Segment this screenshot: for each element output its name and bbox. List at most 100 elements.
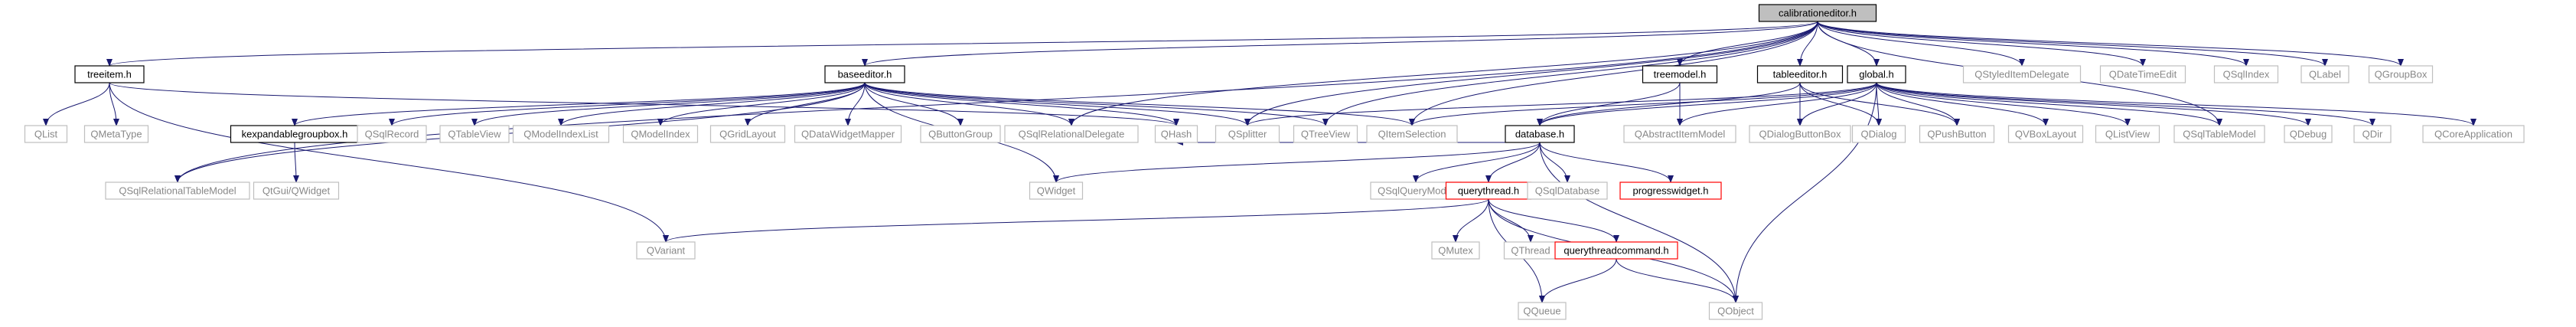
node-QSqlDatabase[interactable]: QSqlDatabase <box>1527 181 1608 200</box>
node-kexpandablegroupbox[interactable]: kexpandablegroupbox.h <box>230 125 360 143</box>
node-QTableView[interactable]: QTableView <box>439 125 510 143</box>
node-QDataWidgetMapper[interactable]: QDataWidgetMapper <box>794 125 902 143</box>
node-QModelIndex[interactable]: QModelIndex <box>622 125 699 143</box>
node-label: QLabel <box>2309 69 2341 80</box>
edge-baseeditor-to-QHash <box>864 82 1179 126</box>
node-calibrationeditor[interactable]: calibrationeditor.h <box>1758 4 1877 22</box>
node-box <box>105 181 250 200</box>
edge-global-to-QPushButton <box>1876 82 1960 126</box>
node-QSqlRecord[interactable]: QSqlRecord <box>357 125 427 143</box>
node-label: QThread <box>1511 245 1550 257</box>
node-tableeditor[interactable]: tableeditor.h <box>1756 65 1844 83</box>
node-QGridLayout[interactable]: QGridLayout <box>709 125 786 143</box>
node-box <box>824 65 905 83</box>
node-QModelIndexList[interactable]: QModelIndexList <box>512 125 610 143</box>
node-box <box>2368 65 2434 83</box>
node-box <box>1758 4 1877 22</box>
node-QSplitter[interactable]: QSplitter <box>1215 125 1280 143</box>
node-QHash[interactable]: QHash <box>1154 125 1198 143</box>
node-QAbstractItemModel[interactable]: QAbstractItemModel <box>1623 125 1736 143</box>
node-QWidget[interactable]: QWidget <box>1029 181 1084 200</box>
edge-calibrationeditor-to-QSqlIndex <box>1817 21 2249 67</box>
node-QListView[interactable]: QListView <box>2095 125 2160 143</box>
node-QItemSelection[interactable]: QItemSelection <box>1366 125 1458 143</box>
edge-global-to-QAbstractItemModel <box>1677 82 1877 126</box>
node-QStyledItemDelegate[interactable]: QStyledItemDelegate <box>1962 65 2082 83</box>
node-label: QDialogButtonBox <box>1759 129 1841 140</box>
node-global[interactable]: global.h <box>1847 65 1906 83</box>
node-querythreadcommand[interactable]: querythreadcommand.h <box>1554 241 1678 260</box>
node-QVBoxLayout[interactable]: QVBoxLayout <box>2007 125 2084 143</box>
node-box <box>1029 181 1084 200</box>
node-box <box>1154 125 1198 143</box>
node-baseeditor[interactable]: baseeditor.h <box>824 65 905 83</box>
node-label: QMutex <box>1438 245 1473 257</box>
node-QSqlRelationalDelegate[interactable]: QSqlRelationalDelegate <box>1004 125 1139 143</box>
edge-treeitem-to-QMetaType <box>109 82 119 126</box>
node-treeitem[interactable]: treeitem.h <box>74 65 145 83</box>
node-QButtonGroup[interactable]: QButtonGroup <box>920 125 1001 143</box>
node-QThread[interactable]: QThread <box>1503 241 1558 260</box>
edge-baseeditor-to-QButtonGroup <box>864 82 964 126</box>
node-QDateTimeEdit[interactable]: QDateTimeEdit <box>2099 65 2186 83</box>
node-label: QPushButton <box>1927 129 1986 140</box>
node-QDialogButtonBox[interactable]: QDialogButtonBox <box>1749 125 1851 143</box>
node-QCoreApplication[interactable]: QCoreApplication <box>2422 125 2525 143</box>
edge-treeitem-to-QVariant <box>109 82 669 243</box>
edge-baseeditor-to-QItemSelection <box>864 82 1415 126</box>
node-box <box>439 125 510 143</box>
node-label: progresswidget.h <box>1633 185 1709 197</box>
edge-calibrationeditor-to-QGroupBox <box>1817 21 2404 67</box>
node-box <box>2353 125 2392 143</box>
node-box <box>83 125 149 143</box>
node-QTreeView[interactable]: QTreeView <box>1293 125 1358 143</box>
node-QMutex[interactable]: QMutex <box>1431 241 1480 260</box>
node-QPushButton[interactable]: QPushButton <box>1919 125 1995 143</box>
edge-layer <box>43 21 2477 303</box>
edge-calibrationeditor-to-tableeditor <box>1797 21 1818 67</box>
node-box <box>709 125 786 143</box>
node-label: kexpandablegroupbox.h <box>242 129 348 140</box>
node-box <box>2007 125 2084 143</box>
node-QMetaType[interactable]: QMetaType <box>83 125 149 143</box>
edge-global-to-QObject <box>1733 82 1877 303</box>
node-QDialog[interactable]: QDialog <box>1851 125 1906 143</box>
node-database[interactable]: database.h <box>1505 125 1575 143</box>
edge-database-to-progresswidget <box>1539 142 1674 183</box>
node-box <box>636 241 696 260</box>
node-QSqlQueryModel[interactable]: QSqlQueryModel <box>1370 181 1462 200</box>
node-label: QSqlRelationalDelegate <box>1019 129 1125 140</box>
node-label: database.h <box>1515 129 1564 140</box>
edge-calibrationeditor-to-QSplitter <box>1244 21 1818 126</box>
node-QDebug[interactable]: QDebug <box>2284 125 2333 143</box>
node-QDir[interactable]: QDir <box>2353 125 2392 143</box>
node-QQueue[interactable]: QQueue <box>1518 302 1567 320</box>
edge-baseeditor-to-QDataWidgetMapper <box>845 82 866 126</box>
edge-database-to-QWidget <box>1053 142 1541 183</box>
node-QSqlRelationalTableModel[interactable]: QSqlRelationalTableModel <box>105 181 250 200</box>
node-QSqlIndex[interactable]: QSqlIndex <box>2213 65 2279 83</box>
node-QList[interactable]: QList <box>24 125 68 143</box>
edge-calibrationeditor-to-QStyledItemDelegate <box>1817 21 2025 67</box>
node-label: tableeditor.h <box>1773 69 1828 80</box>
node-box <box>1962 65 2082 83</box>
node-box <box>1623 125 1736 143</box>
edge-calibrationeditor-to-QLabel <box>1817 21 2328 67</box>
node-QtGuiQWidget[interactable]: QtGui/QWidget <box>253 181 340 200</box>
node-label: QSqlQueryModel <box>1378 185 1454 197</box>
node-QLabel[interactable]: QLabel <box>2300 65 2349 83</box>
node-label: QObject <box>1717 306 1754 317</box>
node-progresswidget[interactable]: progresswidget.h <box>1619 181 1722 200</box>
node-label: QMetaType <box>90 129 142 140</box>
node-QVariant[interactable]: QVariant <box>636 241 696 260</box>
edge-calibrationeditor-to-treemodel <box>1677 21 1818 67</box>
node-QObject[interactable]: QObject <box>1708 302 1763 320</box>
node-QGroupBox[interactable]: QGroupBox <box>2368 65 2434 83</box>
node-QSqlTableModel[interactable]: QSqlTableModel <box>2173 125 2265 143</box>
node-querythread[interactable]: querythread.h <box>1445 181 1532 200</box>
node-box <box>1642 65 1718 83</box>
edge-global-to-QDialogButtonBox <box>1797 82 1877 126</box>
node-label: QDir <box>2362 129 2383 140</box>
node-treemodel[interactable]: treemodel.h <box>1642 65 1718 83</box>
